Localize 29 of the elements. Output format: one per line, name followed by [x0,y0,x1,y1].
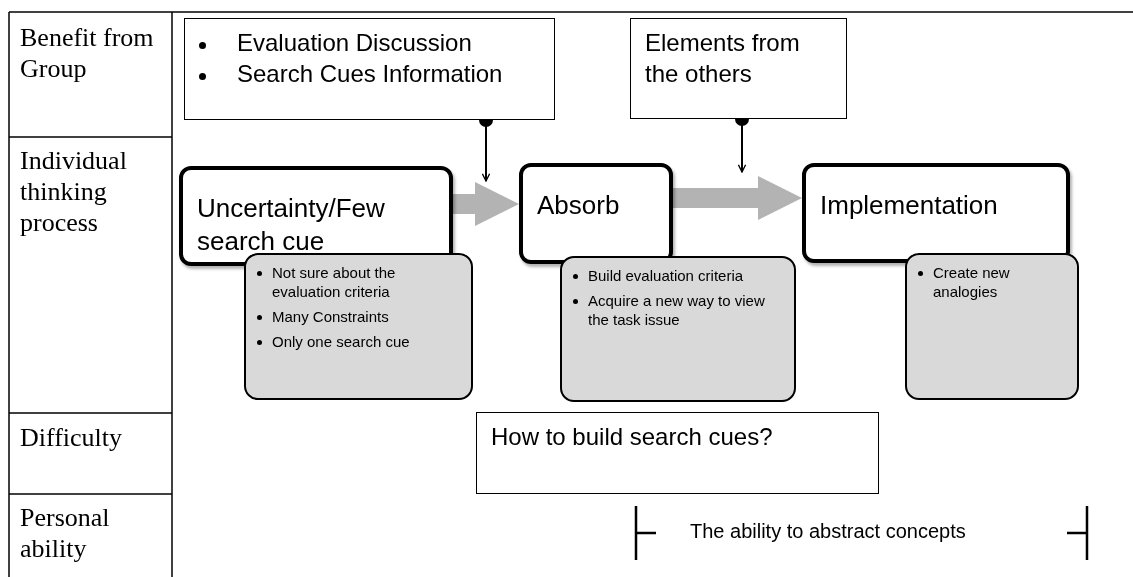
box-text: Implementation [820,190,998,220]
box-text: Difficulty [20,423,123,452]
box-text: Benefit from Group [20,23,154,83]
question-box [476,412,879,494]
bullet-item: Evaluation Discussion [237,29,472,56]
detail-box [560,256,796,402]
info-box [184,18,555,120]
box-text: Uncertainty/Few search cue [197,193,385,256]
detail-box [905,253,1079,400]
info-box [630,18,847,119]
step-box [179,166,453,266]
bullet-item: Only one search cue [272,333,410,350]
bracket-label: The ability to abstract concepts [690,520,966,543]
bullet-item: Acquire a new way to view the task issue [588,292,765,328]
box-text: Individual thinking process [20,146,127,237]
bullet-item: Create new analogies [933,264,1010,300]
bullet-item: Search Cues Information [237,60,503,87]
block-arrow [453,182,519,226]
box-text: Elements from the others [645,29,800,87]
detail-box [244,253,473,400]
step-box [802,163,1070,263]
block-arrow [673,176,802,220]
box-text: Personal ability [20,503,110,563]
step-box [519,163,673,264]
box-text: Absorb [537,190,620,220]
bullet-item: Many Constraints [272,308,389,325]
bullet-item: Build evaluation criteria [588,267,744,284]
bullet-item: Not sure about the evaluation criteria [272,264,396,300]
box-text: How to build search cues? [491,423,773,450]
